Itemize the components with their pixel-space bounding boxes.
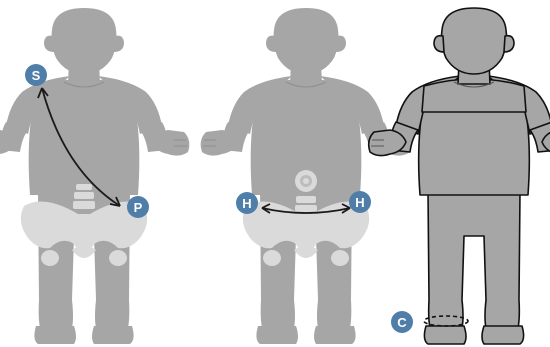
svg-text:C: C [397,315,407,330]
svg-text:S: S [32,68,41,83]
child-silhouette-outlined [369,8,550,344]
svg-text:H: H [355,195,364,210]
shoulder-to-pelvis-panel [0,8,189,344]
child-silhouette [0,8,189,344]
hip-right-marker: H [349,191,371,213]
shoulder-marker: S [25,64,47,86]
hip-width-panel [201,8,412,344]
hip-left-marker: H [236,192,258,214]
lumbar-spine [73,184,95,209]
pelvis-marker: P [127,196,149,218]
calf-circumference-panel [369,8,550,344]
navel-target [295,170,317,192]
svg-text:H: H [242,196,251,211]
svg-text:P: P [134,200,143,215]
calf-marker: C [391,311,413,333]
